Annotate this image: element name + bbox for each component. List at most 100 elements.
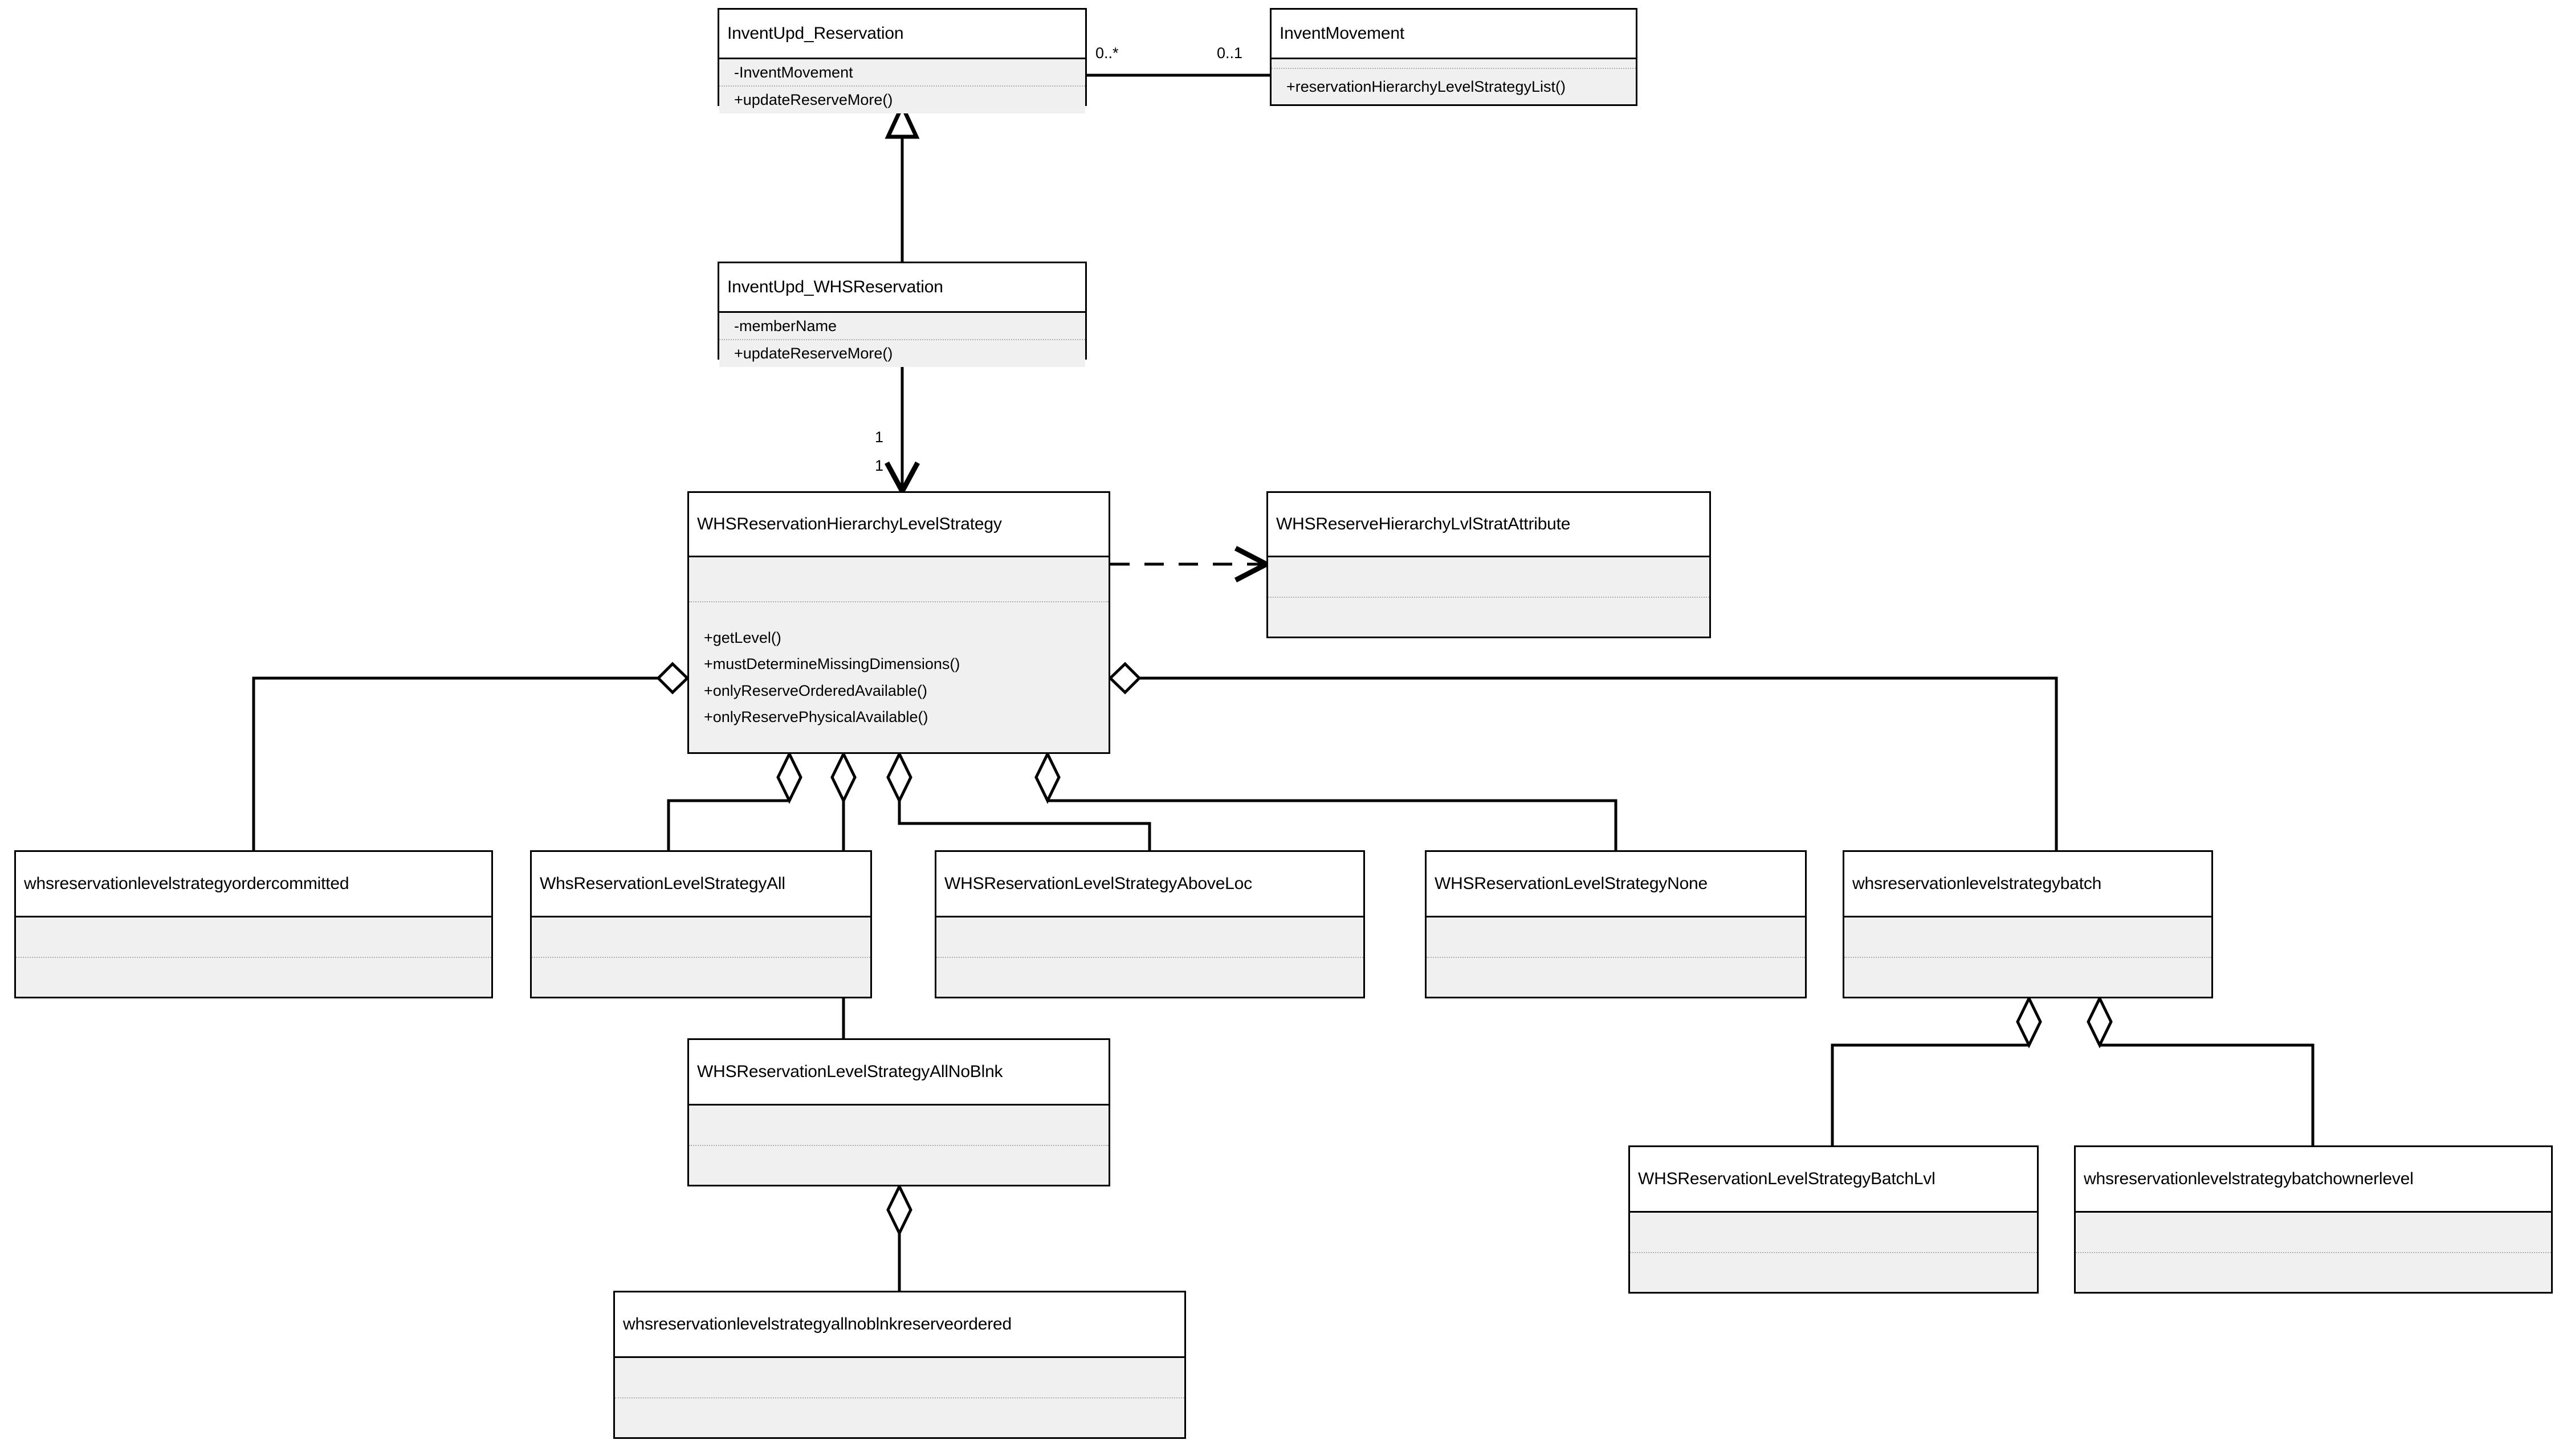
edge-agg-batchlvl	[1831, 1043, 2029, 1145]
class-attribute-compartment	[1272, 59, 1636, 68]
class-attribute-compartment	[689, 557, 1109, 601]
multiplicity-label-m-0star: 0..*	[1095, 44, 1119, 62]
uml-class-whsreservationlevelstrategyallnoblnkreserveordered[interactable]: whsreservationlevelstrategyallnoblnkrese…	[613, 1291, 1186, 1439]
class-method-compartment	[2076, 1251, 2551, 1292]
class-body-compartments	[2076, 1211, 2551, 1292]
uml-class-whsreservationlevelstrategynone[interactable]: WHSReservationLevelStrategyNone	[1425, 850, 1807, 998]
edge-agg-none	[1048, 799, 1617, 850]
aggregation-diamond-icon-b4	[1034, 751, 1061, 804]
class-method-compartment: +reservationHierarchyLevelStrategyList()	[1272, 68, 1636, 104]
class-body-compartments: -memberName +updateReserveMore()	[719, 311, 1085, 367]
uml-class-whsreservationlevelstrategyall[interactable]: WhsReservationLevelStrategyAll	[530, 850, 872, 998]
class-attribute-compartment	[16, 917, 491, 957]
edge-agg-ordercommitted	[252, 676, 658, 850]
edge-agg-aboveloc	[898, 801, 1151, 850]
class-body-compartments	[615, 1356, 1184, 1437]
class-method-compartment	[532, 956, 870, 997]
multiplicity-label-m-01: 0..1	[1217, 44, 1243, 62]
class-name: WHSReservationLevelStrategyBatchLvl	[1630, 1147, 2037, 1211]
class-method-compartment: +updateReserveMore()	[719, 85, 1085, 113]
class-name: WHSReservationLevelStrategyNone	[1427, 852, 1805, 916]
class-method-compartment	[1427, 956, 1805, 997]
uml-class-whsreservationlevelstrategybatchownerlevel[interactable]: whsreservationlevelstrategybatchownerlev…	[2074, 1145, 2553, 1294]
class-attribute: -memberName	[734, 317, 837, 335]
multiplicity-label-m-1-top: 1	[875, 429, 884, 446]
class-method-compartment	[936, 956, 1363, 997]
class-method-compartment	[615, 1397, 1184, 1438]
edge-agg-batchownerlevel	[2100, 1043, 2315, 1145]
class-body-compartments	[1630, 1211, 2037, 1292]
class-method: +updateReserveMore()	[734, 91, 893, 109]
class-attribute-compartment	[1630, 1213, 2037, 1252]
class-name: WHSReservationLevelStrategyAllNoBlnk	[689, 1040, 1109, 1104]
aggregation-diamond-icon-b1	[776, 751, 802, 804]
class-method: +updateReserveMore()	[734, 345, 893, 362]
class-attribute-compartment	[2076, 1213, 2551, 1252]
class-name: InventMovement	[1272, 10, 1636, 58]
uml-class-whsreservationlevelstrategyaboveloc[interactable]: WHSReservationLevelStrategyAboveLoc	[935, 850, 1365, 998]
class-method: +onlyReservePhysicalAvailable()	[704, 708, 928, 725]
class-attribute-compartment	[1268, 557, 1709, 597]
class-name: WHSReservationLevelStrategyAboveLoc	[936, 852, 1363, 916]
class-method: +reservationHierarchyLevelStrategyList()	[1286, 78, 1566, 95]
class-name: InventUpd_WHSReservation	[719, 263, 1085, 311]
class-method-compartment: +updateReserveMore()	[719, 339, 1085, 366]
class-method-compartment	[16, 956, 491, 997]
class-name: whsreservationlevelstrategybatch	[1844, 852, 2211, 916]
uml-class-whsreservationlevelstrategybatchlvl[interactable]: WHSReservationLevelStrategyBatchLvl	[1628, 1145, 2039, 1294]
class-name: whsreservationlevelstrategybatchownerlev…	[2076, 1147, 2551, 1211]
aggregation-diamond-icon-b3	[886, 751, 912, 804]
class-body-compartments: -InventMovement +updateReserveMore()	[719, 58, 1085, 113]
multiplicity-label-m-1-bottom: 1	[875, 457, 884, 474]
class-attribute-compartment	[1844, 917, 2211, 957]
class-attribute-compartment	[532, 917, 870, 957]
class-body-compartments	[1268, 556, 1709, 637]
edge-agg-all	[667, 799, 789, 850]
class-attribute-compartment: -InventMovement	[719, 59, 1085, 85]
class-method-compartment	[689, 1144, 1109, 1185]
uml-class-inventupd_whsreservation[interactable]: InventUpd_WHSReservation -memberName +upda…	[718, 262, 1087, 367]
class-name: WhsReservationLevelStrategyAll	[532, 852, 870, 916]
aggregation-diamond-icon-left	[656, 662, 690, 695]
aggregation-diamond-icon-noblnk	[886, 1183, 912, 1237]
uml-class-inventmovement[interactable]: InventMovement +reservationHierarchyLevel…	[1270, 8, 1637, 106]
class-name: InventUpd_Reservation	[719, 10, 1085, 58]
open-arrowhead-icon	[885, 461, 920, 497]
class-body-compartments	[1844, 916, 2211, 997]
class-name: WHSReservationHierarchyLevelStrategy	[689, 493, 1109, 556]
aggregation-diamond-icon-batch2	[2087, 995, 2113, 1049]
class-body-compartments: +getLevel() +mustDetermineMissingDimensio…	[689, 556, 1109, 752]
class-method-compartment	[1268, 596, 1709, 637]
class-attribute-compartment	[689, 1106, 1109, 1145]
uml-class-whsreservationhierarchylevelstrategy[interactable]: WHSReservationHierarchyLevelStrategy +get…	[687, 491, 1110, 754]
uml-class-inventupd_reservation[interactable]: InventUpd_Reservation -InventMovement +upd…	[718, 8, 1087, 113]
class-method: +mustDetermineMissingDimensions()	[704, 655, 960, 673]
class-method-compartment	[1630, 1251, 2037, 1292]
class-name: whsreservationlevelstrategyallnoblnkrese…	[615, 1292, 1184, 1356]
class-name: whsreservationlevelstrategyordercommitte…	[16, 852, 491, 916]
uml-class-whsreservationlevelstrategybatch[interactable]: whsreservationlevelstrategybatch	[1843, 850, 2213, 998]
class-attribute-compartment	[1427, 917, 1805, 957]
aggregation-diamond-icon-b2	[830, 751, 857, 804]
class-attribute-compartment	[936, 917, 1363, 957]
class-body-compartments	[1427, 916, 1805, 997]
uml-class-whsreservationlevelstrategyallnoblnk[interactable]: WHSReservationLevelStrategyAllNoBlnk	[687, 1038, 1110, 1186]
dependency-open-arrowhead-icon	[1234, 546, 1272, 582]
class-method: +onlyReserveOrderedAvailable()	[704, 682, 927, 699]
class-body-compartments	[689, 1104, 1109, 1185]
edge-agg-batch	[1139, 676, 2058, 850]
class-body-compartments	[936, 916, 1363, 997]
class-attribute: -InventMovement	[734, 64, 853, 81]
class-body-compartments: +reservationHierarchyLevelStrategyList()	[1272, 58, 1636, 104]
class-method-compartment	[1844, 956, 2211, 997]
class-body-compartments	[532, 916, 870, 997]
class-attribute-compartment: -memberName	[719, 313, 1085, 339]
uml-class-whsreservehierarchylvlstratattribute[interactable]: WHSReserveHierarchyLvlStratAttribute	[1266, 491, 1711, 638]
aggregation-diamond-icon-batch1	[2016, 995, 2042, 1049]
class-attribute-compartment	[615, 1358, 1184, 1397]
class-method: +getLevel()	[704, 629, 781, 646]
class-name: WHSReserveHierarchyLvlStratAttribute	[1268, 493, 1709, 556]
class-method-compartment: +getLevel() +mustDetermineMissingDimensio…	[689, 601, 1109, 752]
uml-class-whsreservationlevelstrategyordercommitted[interactable]: whsreservationlevelstrategyordercommitte…	[14, 850, 493, 998]
